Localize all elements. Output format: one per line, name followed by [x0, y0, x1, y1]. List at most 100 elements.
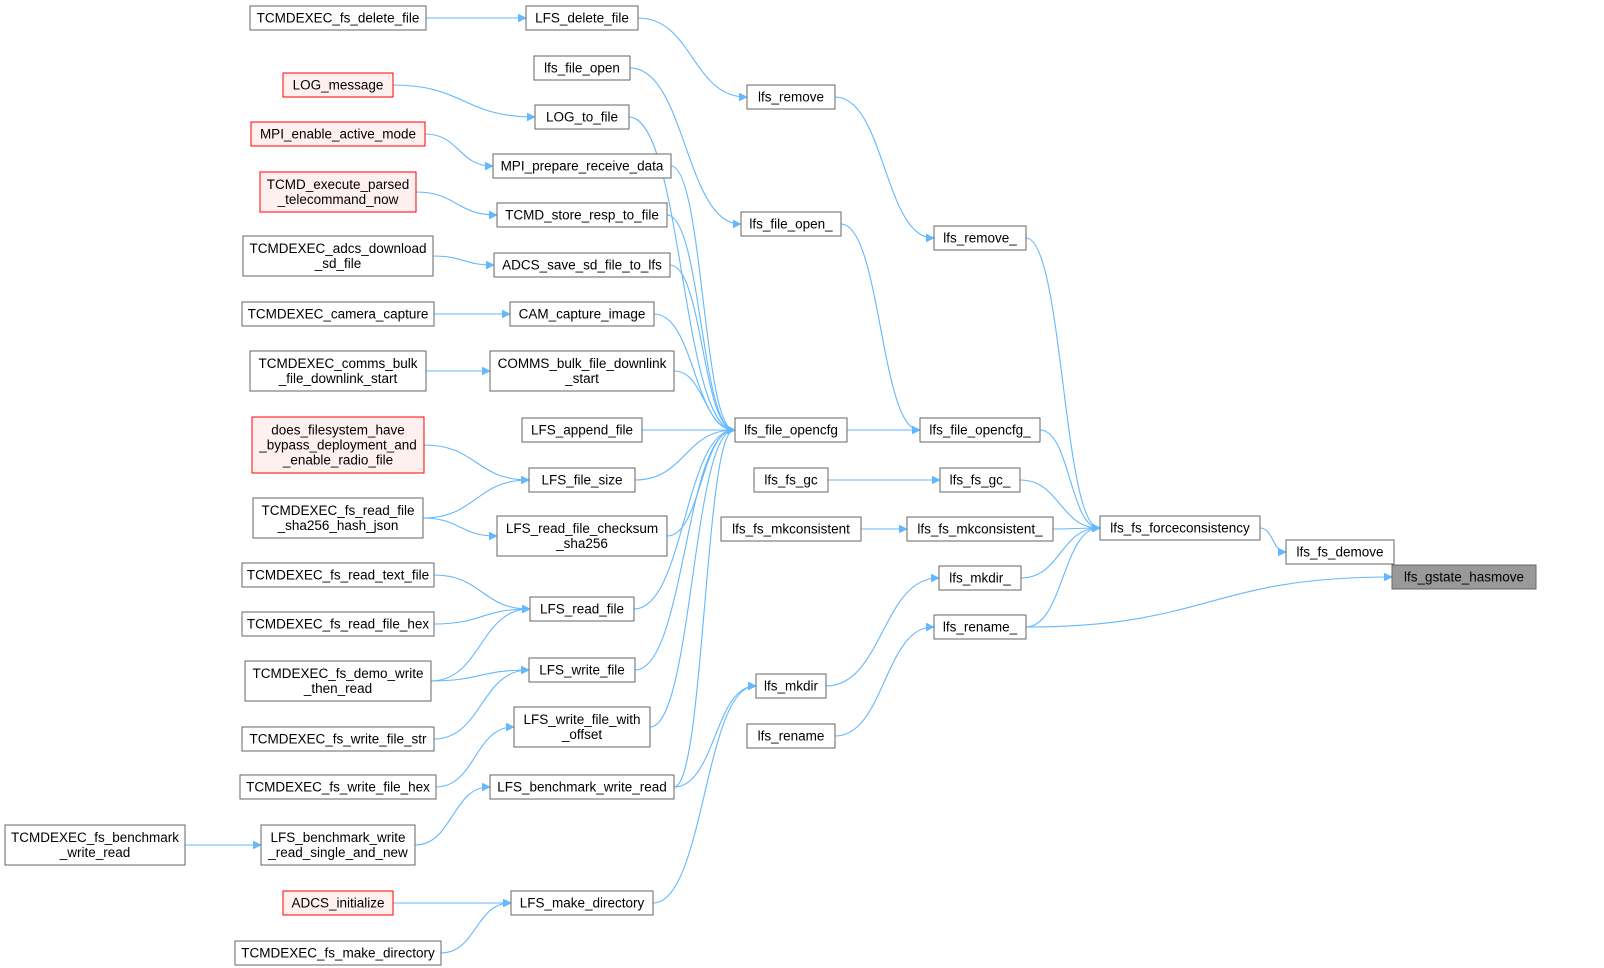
node-lfs-gstate-hasmove[interactable]: lfs_gstate_hasmove [1391, 564, 1537, 590]
node-box[interactable] [241, 726, 435, 752]
node-box[interactable] [753, 467, 829, 493]
node-box[interactable] [1285, 539, 1395, 565]
node-box[interactable] [513, 706, 651, 748]
node-lfs-mkdir[interactable]: lfs_mkdir [755, 673, 827, 699]
node-box[interactable] [746, 84, 836, 110]
node-box[interactable] [492, 153, 672, 179]
node-adcs-save-sd-file-to-lfs[interactable]: ADCS_save_sd_file_to_lfs [493, 252, 671, 278]
node-lfs-fs-demove[interactable]: lfs_fs_demove [1285, 539, 1395, 565]
node-lfs-remove[interactable]: lfs_remove_ [933, 225, 1027, 251]
node-box[interactable] [282, 72, 394, 98]
node-box[interactable] [1391, 564, 1537, 590]
node-box[interactable] [938, 565, 1022, 591]
node-box[interactable] [509, 301, 655, 327]
node-box[interactable] [244, 660, 432, 702]
node-tcmdexec-camera-capture[interactable]: TCMDEXEC_camera_capture [241, 301, 435, 327]
node-box[interactable] [746, 723, 836, 749]
node-box[interactable] [239, 774, 437, 800]
node-box[interactable] [259, 171, 417, 213]
node-box[interactable] [496, 202, 668, 228]
node-box[interactable] [528, 467, 636, 493]
node-box[interactable] [252, 497, 424, 539]
node-lfs-read-file-checksum-sha256[interactable]: LFS_read_file_checksum_sha256 [496, 515, 668, 557]
node-box[interactable] [919, 417, 1041, 443]
node-box[interactable] [249, 5, 427, 31]
node-log-message[interactable]: LOG_message [282, 72, 394, 98]
node-cam-capture-image[interactable]: CAM_capture_image [509, 301, 655, 327]
node-box[interactable] [282, 890, 394, 916]
node-lfs-append-file[interactable]: LFS_append_file [521, 417, 643, 443]
node-lfs-rename[interactable]: lfs_rename_ [933, 614, 1027, 640]
node-box[interactable] [260, 824, 416, 866]
node-box[interactable] [234, 940, 442, 966]
node-box[interactable] [510, 890, 654, 916]
node-lfs-file-size[interactable]: LFS_file_size [528, 467, 636, 493]
node-lfs-fs-mkconsistent[interactable]: lfs_fs_mkconsistent_ [906, 516, 1054, 542]
node-lfs-read-file[interactable]: LFS_read_file [529, 596, 635, 622]
node-box[interactable] [251, 416, 425, 474]
node-mpi-enable-active-mode[interactable]: MPI_enable_active_mode [250, 121, 426, 147]
node-box[interactable] [933, 614, 1027, 640]
node-adcs-initialize[interactable]: ADCS_initialize [282, 890, 394, 916]
node-box[interactable] [241, 562, 435, 588]
node-box[interactable] [521, 417, 643, 443]
node-box[interactable] [250, 121, 426, 147]
node-box[interactable] [533, 55, 631, 81]
node-does-filesystem-have-bypass-deployment-and-enable-radio-file[interactable]: does_filesystem_have_bypass_deployment_a… [251, 416, 425, 474]
node-lfs-file-open[interactable]: lfs_file_open_ [740, 211, 842, 237]
node-tcmdexec-fs-write-file-str[interactable]: TCMDEXEC_fs_write_file_str [241, 726, 435, 752]
node-box[interactable] [933, 225, 1027, 251]
node-tcmdexec-fs-read-text-file[interactable]: TCMDEXEC_fs_read_text_file [241, 562, 435, 588]
node-box[interactable] [4, 824, 186, 866]
node-tcmdexec-fs-read-file-hex[interactable]: TCMDEXEC_fs_read_file_hex [241, 611, 435, 637]
node-box[interactable] [241, 301, 435, 327]
node-comms-bulk-file-downlink-start[interactable]: COMMS_bulk_file_downlink_start [489, 350, 675, 392]
node-tcmdexec-fs-write-file-hex[interactable]: TCMDEXEC_fs_write_file_hex [239, 774, 437, 800]
node-box[interactable] [1099, 515, 1261, 541]
node-lfs-make-directory[interactable]: LFS_make_directory [510, 890, 654, 916]
node-log-to-file[interactable]: LOG_to_file [534, 104, 630, 130]
node-box[interactable] [241, 611, 435, 637]
node-lfs-mkdir[interactable]: lfs_mkdir_ [938, 565, 1022, 591]
node-tcmdexec-comms-bulk-file-downlink-start[interactable]: TCMDEXEC_comms_bulk_file_downlink_start [249, 350, 427, 392]
node-box[interactable] [529, 596, 635, 622]
node-lfs-fs-gc[interactable]: lfs_fs_gc_ [939, 467, 1021, 493]
node-box[interactable] [242, 235, 434, 277]
node-lfs-file-opencfg[interactable]: lfs_file_opencfg_ [919, 417, 1041, 443]
node-box[interactable] [755, 673, 827, 699]
node-lfs-fs-gc[interactable]: lfs_fs_gc [753, 467, 829, 493]
node-tcmdexec-fs-benchmark-write-read[interactable]: TCMDEXEC_fs_benchmark_write_read [4, 824, 186, 866]
node-box[interactable] [939, 467, 1021, 493]
node-box[interactable] [493, 252, 671, 278]
node-lfs-fs-mkconsistent[interactable]: lfs_fs_mkconsistent [720, 516, 862, 542]
node-lfs-remove[interactable]: lfs_remove [746, 84, 836, 110]
node-tcmdexec-fs-read-file-sha256-hash-json[interactable]: TCMDEXEC_fs_read_file_sha256_hash_json [252, 497, 424, 539]
node-box[interactable] [534, 104, 630, 130]
node-tcmdexec-fs-make-directory[interactable]: TCMDEXEC_fs_make_directory [234, 940, 442, 966]
node-tcmdexec-fs-demo-write-then-read[interactable]: TCMDEXEC_fs_demo_write_then_read [244, 660, 432, 702]
node-lfs-file-open[interactable]: lfs_file_open [533, 55, 631, 81]
node-box[interactable] [740, 211, 842, 237]
node-tcmdexec-adcs-download-sd-file[interactable]: TCMDEXEC_adcs_download_sd_file [242, 235, 434, 277]
node-lfs-write-file-with-offset[interactable]: LFS_write_file_with_offset [513, 706, 651, 748]
node-lfs-benchmark-write-read-single-and-new[interactable]: LFS_benchmark_write_read_single_and_new [260, 824, 416, 866]
node-box[interactable] [720, 516, 862, 542]
node-box[interactable] [525, 5, 639, 31]
node-lfs-delete-file[interactable]: LFS_delete_file [525, 5, 639, 31]
node-box[interactable] [734, 417, 848, 443]
node-tcmd-store-resp-to-file[interactable]: TCMD_store_resp_to_file [496, 202, 668, 228]
node-box[interactable] [906, 516, 1054, 542]
node-tcmdexec-fs-delete-file[interactable]: TCMDEXEC_fs_delete_file [249, 5, 427, 31]
node-box[interactable] [249, 350, 427, 392]
node-box[interactable] [528, 657, 636, 683]
node-tcmd-execute-parsed-telecommand-now[interactable]: TCMD_execute_parsed_telecommand_now [259, 171, 417, 213]
node-box[interactable] [496, 515, 668, 557]
node-lfs-file-opencfg[interactable]: lfs_file_opencfg [734, 417, 848, 443]
node-mpi-prepare-receive-data[interactable]: MPI_prepare_receive_data [492, 153, 672, 179]
node-lfs-benchmark-write-read[interactable]: LFS_benchmark_write_read [489, 774, 675, 800]
node-lfs-rename[interactable]: lfs_rename [746, 723, 836, 749]
node-box[interactable] [489, 350, 675, 392]
node-box[interactable] [489, 774, 675, 800]
node-lfs-fs-forceconsistency[interactable]: lfs_fs_forceconsistency [1099, 515, 1261, 541]
node-lfs-write-file[interactable]: LFS_write_file [528, 657, 636, 683]
